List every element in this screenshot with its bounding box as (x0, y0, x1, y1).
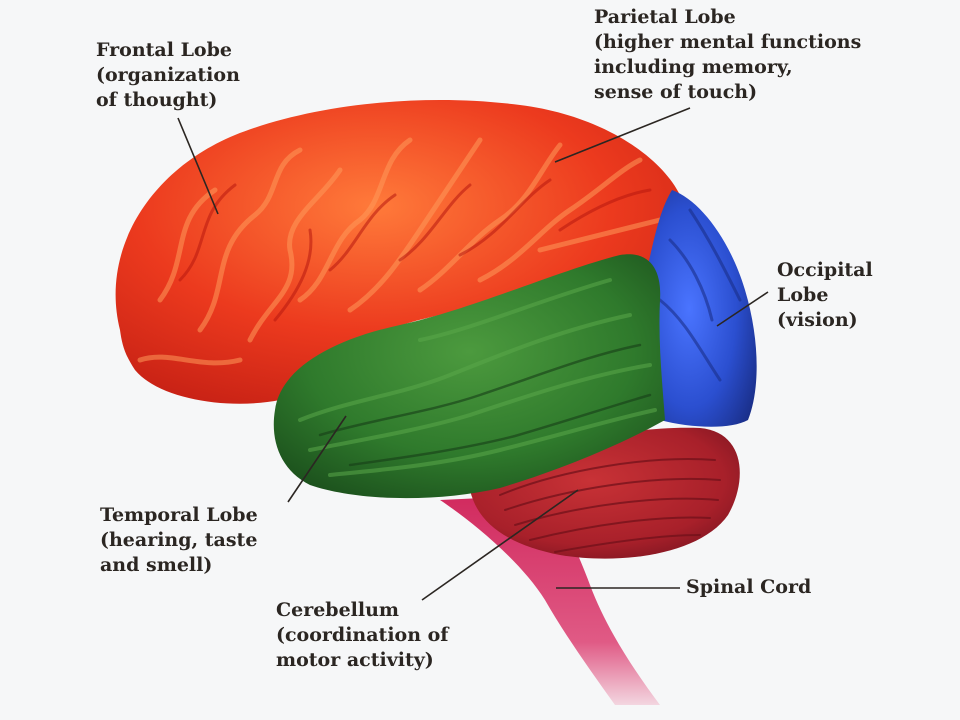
label-cerebellum-title: Cerebellum (276, 599, 400, 621)
label-cerebellum-desc-1: (coordination of (276, 624, 449, 646)
leader-parietal (554, 107, 691, 163)
label-parietal-desc-2: including memory, (594, 56, 793, 78)
temporal-folds (298, 278, 657, 477)
label-parietal-desc-1: (higher mental functions (594, 31, 862, 53)
occipital-folds (658, 208, 742, 382)
temporal-shadow-folds (318, 343, 652, 467)
cerebrum-folds (137, 137, 663, 366)
label-occipital-lobe: Occipital Lobe (vision) (777, 258, 873, 333)
label-temporal-desc-1: (hearing, taste (100, 529, 258, 551)
label-parietal-desc-3: sense of touch) (594, 81, 758, 103)
leader-cerebellum (421, 489, 579, 601)
label-temporal-lobe: Temporal Lobe (hearing, taste and smell) (100, 503, 258, 578)
occipital-shape (644, 190, 757, 427)
label-spinal-title: Spinal Cord (686, 576, 812, 598)
label-temporal-title: Temporal Lobe (100, 504, 258, 526)
leader-lines (177, 107, 769, 601)
label-frontal-title: Frontal Lobe (96, 39, 232, 61)
label-occipital-desc-2: (vision) (777, 309, 858, 331)
label-cerebellum-desc-2: motor activity) (276, 649, 434, 671)
label-temporal-desc-2: and smell) (100, 554, 213, 576)
label-occipital-title: Occipital (777, 259, 873, 281)
leader-temporal (287, 415, 347, 503)
label-frontal-desc-1: (organization (96, 64, 240, 86)
label-parietal-lobe: Parietal Lobe (higher mental functions i… (594, 5, 861, 105)
cerebrum-shadow-folds (178, 178, 652, 322)
leader-occipital (716, 291, 769, 327)
label-spinal-cord: Spinal Cord (686, 575, 811, 600)
label-parietal-title: Parietal Lobe (594, 6, 736, 28)
label-frontal-lobe: Frontal Lobe (organization of thought) (96, 38, 240, 113)
leader-frontal (177, 117, 219, 215)
label-cerebellum: Cerebellum (coordination of motor activi… (276, 598, 448, 673)
label-occipital-desc-1: Lobe (777, 284, 829, 306)
label-frontal-desc-2: of thought) (96, 89, 218, 111)
spinal-cord-shape (440, 495, 660, 705)
